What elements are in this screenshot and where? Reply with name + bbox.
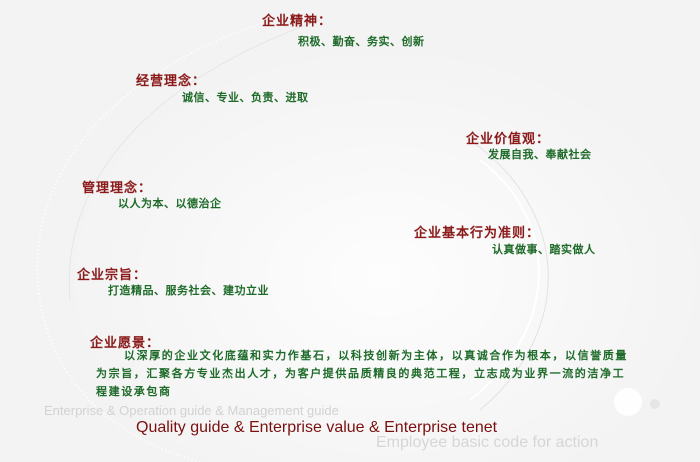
- vision-heading: 企业愿景：: [90, 336, 161, 351]
- conduct-value: 认真做事、踏实做人: [492, 243, 596, 256]
- values-heading: 企业价值观：: [466, 132, 551, 147]
- management-heading: 管理理念：: [82, 181, 153, 196]
- spirit-value: 积极、勤奋、务实、创新: [298, 35, 425, 48]
- operation-value: 诚信、专业、负责、进取: [182, 91, 309, 104]
- operation-heading: 经营理念：: [136, 74, 207, 89]
- caption-ghost-bottom: Employee basic code for action: [376, 434, 599, 451]
- tenet-value: 打造精品、服务社会、建功立业: [108, 284, 269, 297]
- conduct-heading: 企业基本行为准则：: [414, 226, 541, 241]
- vision-text: 以深厚的企业文化底蕴和实力作基石，以科技创新为主体，以真诚合作为根本，以信誉质量…: [96, 349, 628, 398]
- values-value: 发展自我、奉献社会: [488, 148, 592, 161]
- tenet-heading: 企业宗旨：: [77, 268, 148, 283]
- caption-ghost-top: Enterprise & Operation guide & Managemen…: [44, 403, 339, 418]
- caption-main: Quality guide & Enterprise value & Enter…: [136, 419, 498, 436]
- management-value: 以人为本、以德治企: [118, 197, 222, 210]
- spirit-heading: 企业精神：: [262, 14, 333, 29]
